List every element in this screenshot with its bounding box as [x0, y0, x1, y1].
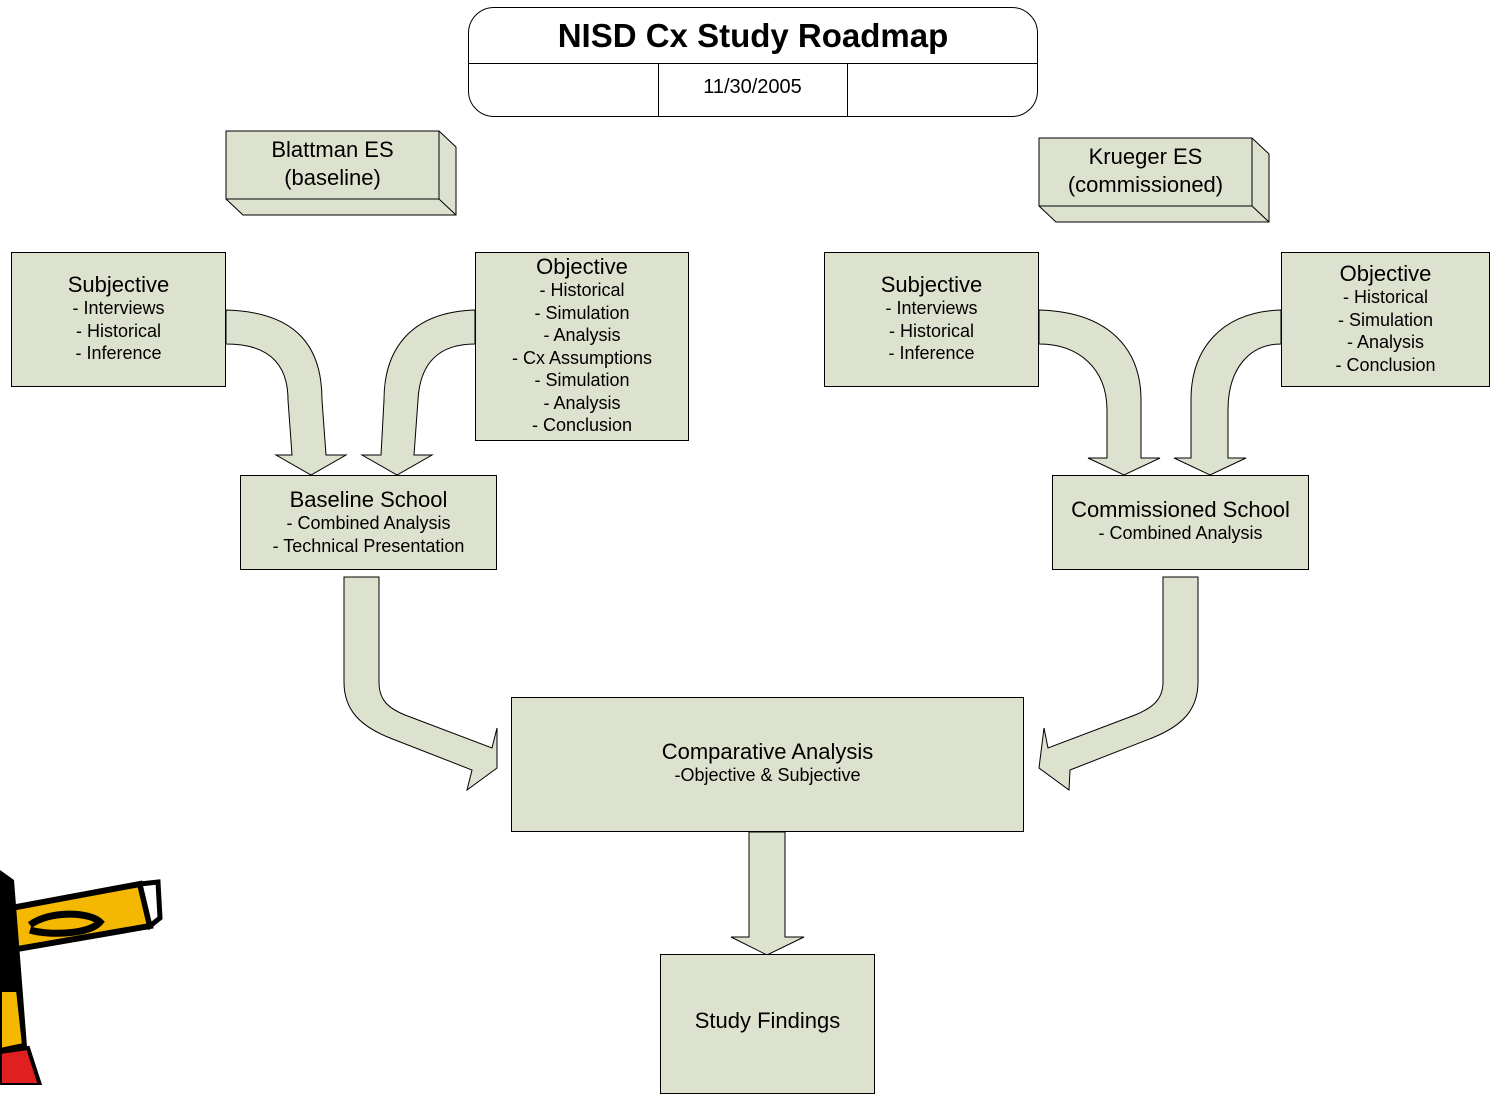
right-objective-list: - Historical - Simulation - Analysis - C… — [1335, 287, 1436, 375]
arrow-commissioned-to-comparative — [1038, 576, 1199, 791]
title-date: 11/30/2005 — [658, 64, 848, 116]
comparative-analysis-box: Comparative Analysis -Objective & Subjec… — [511, 697, 1024, 832]
arrow-comparative-to-findings — [730, 831, 805, 956]
commissioned-school-box: Commissioned School - Combined Analysis — [1052, 475, 1309, 570]
arrow-right-subjective — [1038, 309, 1161, 476]
left-objective-list: - Historical - Simulation - Analysis - C… — [511, 280, 653, 435]
right-objective-title: Objective — [1339, 261, 1432, 286]
left-objective-title: Objective — [536, 254, 628, 279]
title-cell-left — [469, 64, 659, 116]
right-subjective-title: Subjective — [880, 272, 983, 297]
left-subjective-list: - Interviews - Historical - Inference — [72, 298, 165, 363]
arrow-left-subjective — [225, 309, 348, 476]
site-label-right: Krueger ES (commissioned) — [1067, 144, 1224, 197]
right-objective-box: Objective - Historical - Simulation - An… — [1281, 252, 1490, 387]
title-card: NISD Cx Study Roadmap 11/30/2005 — [468, 7, 1038, 117]
title-cell-right — [849, 64, 1037, 116]
left-objective-box: Objective - Historical - Simulation - An… — [475, 252, 689, 441]
pencil-clipart-icon — [0, 870, 163, 1085]
site-label-right-3d — [1038, 137, 1270, 223]
right-subjective-list: - Interviews - Historical - Inference — [885, 298, 978, 363]
comparative-analysis-title: Comparative Analysis — [661, 739, 874, 764]
baseline-school-box: Baseline School - Combined Analysis - Te… — [240, 475, 497, 570]
baseline-school-list: - Combined Analysis - Technical Presenta… — [272, 513, 465, 556]
study-findings-box: Study Findings — [660, 954, 875, 1094]
left-subjective-title: Subjective — [67, 272, 170, 297]
diagram-title: NISD Cx Study Roadmap — [557, 17, 949, 54]
baseline-school-title: Baseline School — [289, 487, 448, 512]
arrow-right-objective — [1173, 309, 1282, 476]
comparative-analysis-subtitle: -Objective & Subjective — [674, 765, 861, 785]
left-subjective-box: Subjective - Interviews - Historical - I… — [11, 252, 226, 387]
study-findings-title: Study Findings — [694, 1008, 841, 1033]
arrow-left-objective — [360, 309, 476, 476]
right-subjective-box: Subjective - Interviews - Historical - I… — [824, 252, 1039, 387]
arrow-baseline-to-comparative — [343, 576, 498, 792]
title-card-row: 11/30/2005 — [469, 63, 1037, 116]
site-label-left-3d — [225, 130, 457, 216]
commissioned-school-list: - Combined Analysis — [1098, 523, 1263, 543]
site-label-left: Blattman ES (baseline) — [271, 137, 394, 190]
commissioned-school-title: Commissioned School — [1071, 497, 1290, 522]
